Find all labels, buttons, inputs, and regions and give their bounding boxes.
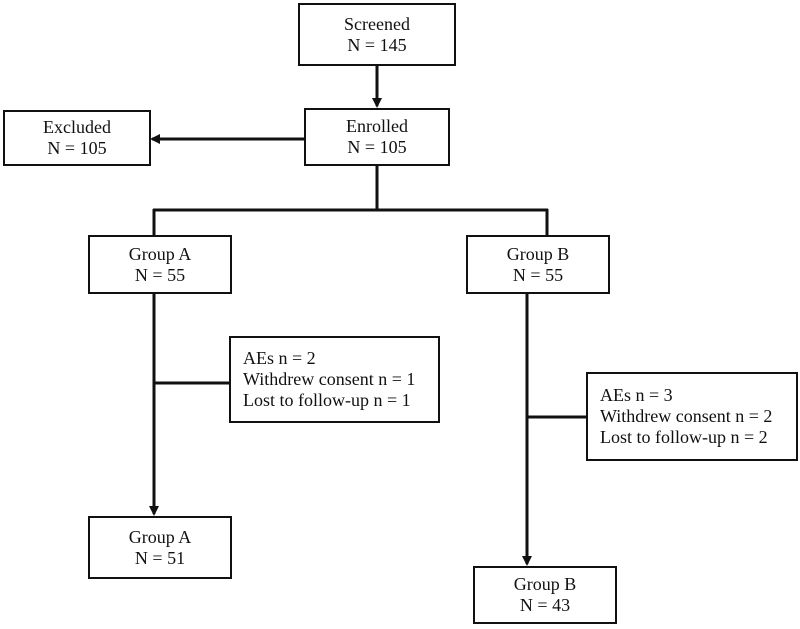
excluded-count: N = 105 [47,138,107,158]
group-a-dropouts-box: AEs n = 2 Withdrew consent n = 1 Lost to… [229,336,440,423]
group-a-withdrew: Withdrew consent n = 1 [243,369,416,389]
enrolled-title: Enrolled [346,116,408,136]
group-b-start-box: Group B N = 55 [466,235,610,294]
group-b-end-title: Group B [513,574,577,594]
group-a-start-count: N = 55 [134,264,186,285]
group-b-dropouts-box: AEs n = 3 Withdrew consent n = 2 Lost to… [586,372,798,461]
group-b-start-count: N = 55 [512,264,564,285]
enrolled-count: N = 105 [347,137,407,157]
group-a-lost: Lost to follow-up n = 1 [243,390,411,410]
group-b-start-title: Group B [506,243,570,264]
group-b-end-count: N = 43 [519,595,571,615]
group-a-end-box: Group A N = 51 [88,516,232,579]
excluded-box: Excluded N = 105 [3,110,151,166]
group-a-start-box: Group A N = 55 [88,235,232,294]
group-a-aes: AEs n = 2 [243,348,316,368]
group-b-lost: Lost to follow-up n = 2 [600,427,768,447]
screened-count: N = 145 [347,34,407,55]
group-a-end-count: N = 51 [134,547,186,568]
group-b-withdrew: Withdrew consent n = 2 [600,406,773,426]
group-a-end-title: Group A [128,526,192,547]
excluded-title: Excluded [43,117,111,137]
screened-title: Screened [344,13,410,34]
enrolled-box: Enrolled N = 105 [304,108,450,166]
group-b-end-box: Group B N = 43 [473,566,617,624]
group-b-aes: AEs n = 3 [600,385,673,405]
screened-box: Screened N = 145 [298,3,456,66]
group-a-start-title: Group A [128,243,192,264]
